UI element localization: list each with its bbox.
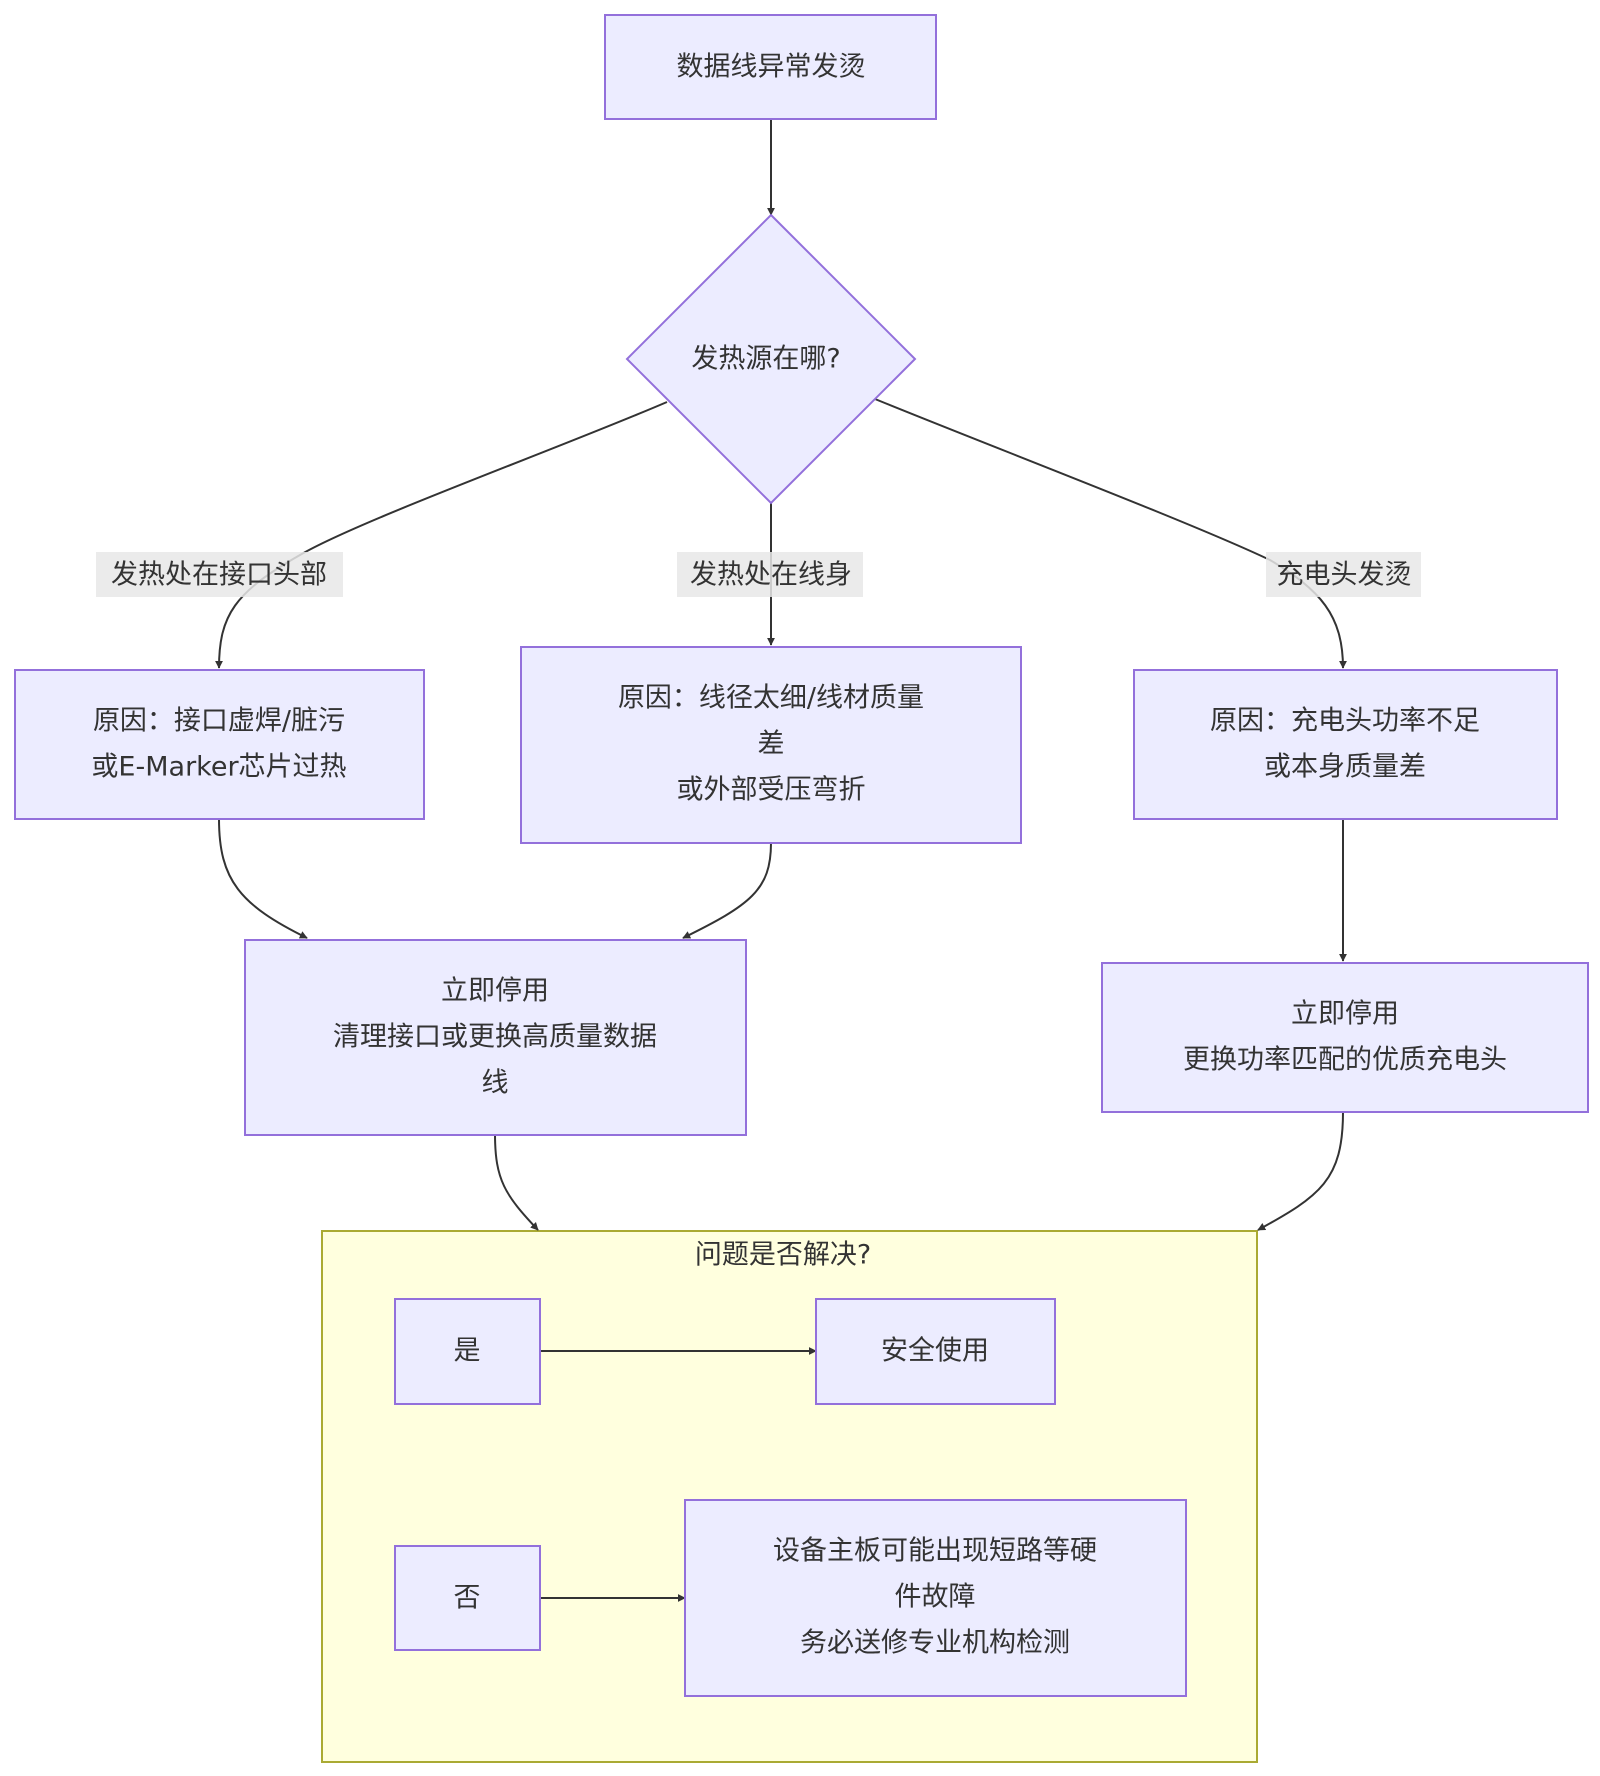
edge-label-text: 发热处在接口头部 bbox=[111, 560, 327, 591]
edge-action-cable-to-cluster bbox=[494, 1133, 539, 1231]
node-text-line: 差 bbox=[758, 729, 785, 760]
decision-diamond bbox=[625, 213, 917, 505]
node-box bbox=[520, 646, 1022, 844]
edge-label-bg bbox=[1266, 552, 1421, 597]
edge-label-connector: 发热处在接口头部 bbox=[96, 552, 343, 597]
node-yes[interactable]: 是 bbox=[394, 1298, 541, 1405]
node-box bbox=[1133, 669, 1558, 820]
node-cause-connector[interactable]: 原因：接口虚焊/脏污 或E-Marker芯片过热 bbox=[14, 669, 425, 820]
edge-label-text: 充电头发烫 bbox=[1277, 560, 1412, 591]
edge-label-cable: 发热处在线身 bbox=[677, 552, 863, 597]
node-text-line: 设备主板可能出现短路等硬 bbox=[773, 1536, 1097, 1567]
node-box bbox=[244, 939, 747, 1136]
node-text-line: 或外部受压弯折 bbox=[677, 775, 866, 806]
node-hardware-fault[interactable]: 设备主板可能出现短路等硬 件故障 务必送修专业机构检测 bbox=[684, 1499, 1187, 1697]
edge-label-text: 发热处在线身 bbox=[690, 560, 852, 591]
cluster-title: 问题是否解决? bbox=[695, 1240, 871, 1271]
node-text: 安全使用 bbox=[881, 1336, 989, 1367]
node-box bbox=[394, 1298, 541, 1405]
node-box bbox=[684, 1499, 1187, 1697]
node-start[interactable]: 数据线异常发烫 bbox=[604, 14, 937, 120]
node-box bbox=[1101, 962, 1589, 1113]
node-text-line: 务必送修专业机构检测 bbox=[800, 1628, 1070, 1659]
node-text: 数据线异常发烫 bbox=[677, 52, 866, 83]
edges bbox=[215, 119, 1347, 1602]
node-text-line: 原因：接口虚焊/脏污 bbox=[93, 706, 345, 737]
edge-action-charger-to-cluster bbox=[1257, 1111, 1344, 1231]
node-action-charger[interactable]: 立即停用 更换功率匹配的优质充电头 bbox=[1101, 962, 1589, 1113]
node-cause-cable[interactable]: 原因：线径太细/线材质量 差 或外部受压弯折 bbox=[520, 646, 1022, 844]
edge-cause-cable-to-action bbox=[682, 842, 772, 939]
node-text-line: 原因：充电头功率不足 bbox=[1210, 706, 1480, 737]
node-text-line: 原因：线径太细/线材质量 bbox=[618, 683, 924, 714]
node-box bbox=[14, 669, 425, 820]
node-cause-charger[interactable]: 原因：充电头功率不足 或本身质量差 bbox=[1133, 669, 1558, 820]
node-text-line: 或本身质量差 bbox=[1264, 752, 1426, 783]
node-box bbox=[604, 14, 937, 120]
edge-label-charger: 充电头发烫 bbox=[1266, 552, 1421, 597]
node-text-line: 更换功率匹配的优质充电头 bbox=[1183, 1045, 1507, 1076]
node-safe-use[interactable]: 安全使用 bbox=[815, 1298, 1056, 1405]
edge-decision-to-cause-charger bbox=[874, 398, 1347, 669]
node-text-line: 立即停用 bbox=[1291, 999, 1399, 1030]
edge-label-bg bbox=[96, 552, 343, 597]
edge-decision-to-cause-connector bbox=[215, 401, 668, 669]
node-text-line: 件故障 bbox=[895, 1582, 976, 1613]
node-action-cable[interactable]: 立即停用 清理接口或更换高质量数据 线 bbox=[244, 939, 747, 1136]
node-box bbox=[815, 1298, 1056, 1405]
edge-label-bg bbox=[677, 552, 863, 597]
node-text: 否 bbox=[454, 1583, 481, 1614]
node-no[interactable]: 否 bbox=[394, 1545, 541, 1651]
node-text: 是 bbox=[454, 1336, 481, 1367]
node-text-line: 立即停用 bbox=[441, 976, 549, 1007]
node-text: 发热源在哪? bbox=[691, 344, 840, 375]
node-text-line: 线 bbox=[482, 1068, 509, 1099]
node-text-line: 清理接口或更换高质量数据 bbox=[333, 1022, 657, 1053]
node-decision[interactable]: 发热源在哪? bbox=[625, 213, 917, 505]
edge-cause-connector-to-action bbox=[218, 818, 308, 939]
node-box bbox=[394, 1545, 541, 1651]
node-text-line: 或E-Marker芯片过热 bbox=[91, 752, 346, 783]
